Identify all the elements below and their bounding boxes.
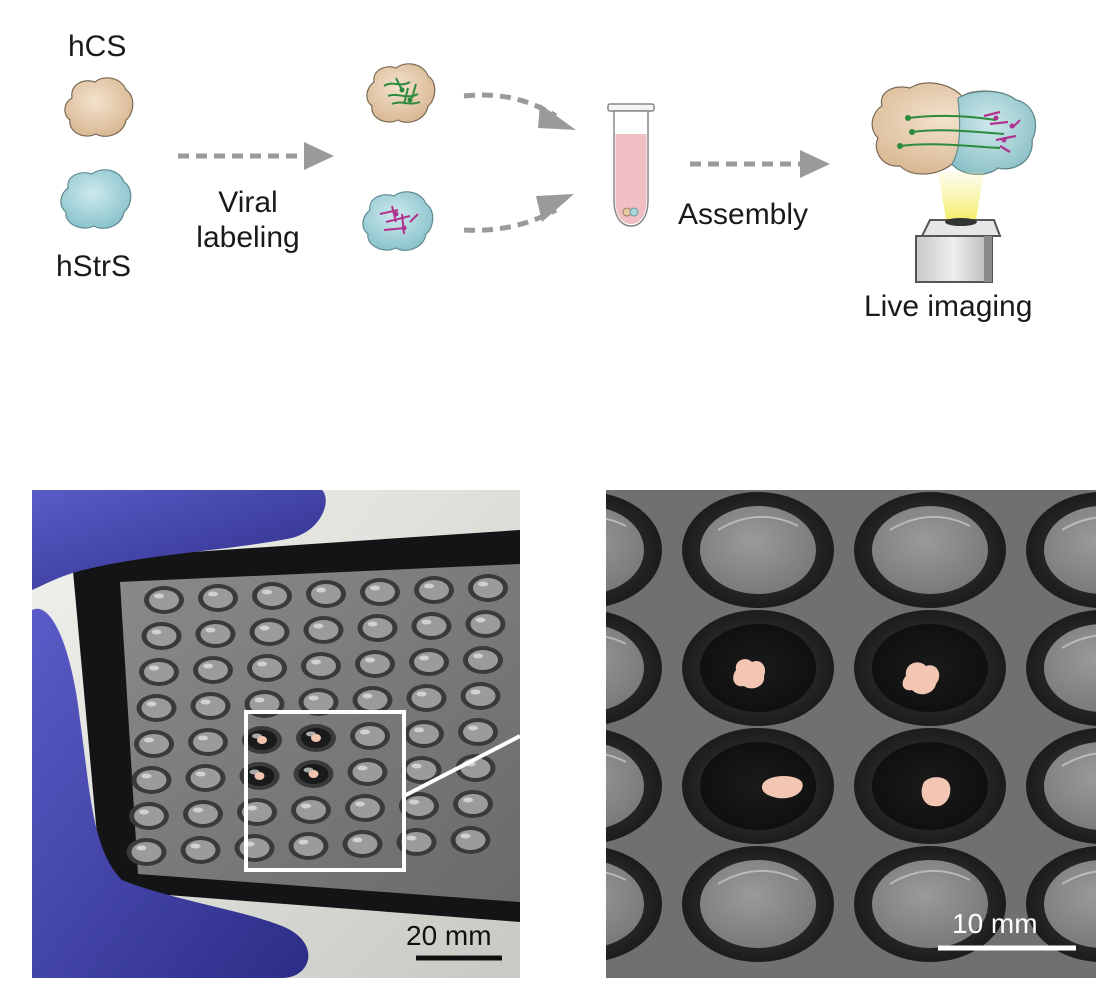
zoom-region-box bbox=[244, 710, 406, 872]
plate-well bbox=[188, 728, 228, 756]
plate-well bbox=[144, 586, 184, 614]
plate-well bbox=[237, 798, 277, 826]
plate-well bbox=[401, 756, 442, 784]
plate-well bbox=[141, 622, 182, 650]
plate-well bbox=[352, 686, 393, 714]
plate-well bbox=[465, 610, 506, 638]
plate-well bbox=[301, 652, 341, 680]
plate-well bbox=[355, 650, 395, 678]
hcs-label: hCS bbox=[68, 30, 127, 63]
plate-well bbox=[296, 724, 336, 752]
plate-well bbox=[399, 792, 439, 820]
scale-label-right: 10 mm bbox=[952, 908, 1038, 939]
hstrs-organoid bbox=[60, 169, 132, 229]
plate-well bbox=[357, 614, 398, 642]
plate-overview-photo bbox=[32, 490, 520, 978]
viral-label-line1: Viral bbox=[218, 186, 278, 219]
plate-well bbox=[180, 836, 221, 864]
plate-well bbox=[342, 830, 383, 858]
plate-well bbox=[136, 694, 177, 722]
plate-photo-right: 10 mm bbox=[606, 490, 1096, 978]
plate-well bbox=[293, 760, 334, 788]
plate-well bbox=[306, 580, 346, 608]
scale-label-left: 20 mm bbox=[406, 920, 492, 951]
zoomed-well bbox=[1026, 846, 1096, 962]
plate-well bbox=[396, 828, 437, 856]
zoomed-well bbox=[682, 728, 834, 844]
plate-well bbox=[347, 758, 388, 786]
microscope-objective-icon bbox=[915, 218, 1002, 283]
organoid-pair-4 bbox=[921, 777, 951, 807]
plate-well bbox=[303, 616, 344, 644]
plate-well bbox=[134, 730, 174, 758]
zoomed-well bbox=[682, 492, 834, 608]
assembloid bbox=[871, 82, 1037, 175]
viral-labeling-label: Viral labeling bbox=[178, 186, 318, 255]
plate-well bbox=[298, 688, 339, 716]
plate-well bbox=[198, 584, 238, 612]
plate-photo-left: 20 mm bbox=[32, 490, 520, 978]
plate-well bbox=[252, 582, 292, 610]
labeled-hcs-organoid bbox=[366, 63, 436, 123]
plate-well bbox=[247, 654, 287, 682]
plate-well bbox=[468, 574, 508, 602]
plate-well bbox=[345, 794, 385, 822]
plate-well bbox=[409, 648, 449, 676]
plate-well bbox=[350, 722, 390, 750]
hcs-organoid bbox=[64, 77, 134, 137]
plate-well bbox=[129, 802, 169, 830]
plate-well bbox=[463, 646, 503, 674]
zoomed-well bbox=[606, 612, 662, 724]
plate-well bbox=[458, 718, 498, 746]
zoomed-well bbox=[606, 730, 662, 842]
zoomed-wells-photo bbox=[606, 490, 1096, 978]
viral-label-line2: labeling bbox=[196, 220, 300, 254]
plate-well bbox=[291, 796, 331, 824]
plate-well bbox=[126, 838, 167, 866]
zoomed-well bbox=[1026, 610, 1096, 726]
plate-well bbox=[360, 578, 400, 606]
zoomed-well bbox=[606, 848, 662, 960]
plate-well bbox=[185, 764, 226, 792]
glove-hand bbox=[32, 608, 309, 978]
plate-well bbox=[242, 726, 282, 754]
plate-well bbox=[450, 826, 491, 854]
plate-well bbox=[190, 692, 231, 720]
plate-well bbox=[249, 618, 290, 646]
plate-well bbox=[193, 656, 233, 684]
plate-well bbox=[411, 612, 452, 640]
plate-well bbox=[404, 720, 444, 748]
plate-well bbox=[195, 620, 236, 648]
plate-well bbox=[453, 790, 493, 818]
light-beam bbox=[938, 172, 984, 220]
assembly-label: Assembly bbox=[678, 198, 809, 231]
lower-curved-arrow bbox=[463, 207, 558, 233]
live-imaging-label: Live imaging bbox=[864, 290, 1033, 323]
plate-well bbox=[234, 834, 275, 862]
organoid-pair-3 bbox=[761, 776, 803, 799]
plate-well bbox=[288, 832, 329, 860]
plate-well bbox=[406, 684, 447, 712]
plate-well bbox=[183, 800, 223, 828]
plate-well bbox=[239, 762, 280, 790]
zoomed-well bbox=[606, 494, 662, 606]
upper-curved-arrow bbox=[463, 92, 558, 119]
schematic-diagram bbox=[60, 63, 1037, 283]
zoomed-well bbox=[1026, 492, 1096, 608]
organoid-pair-2 bbox=[902, 662, 940, 695]
glove-thumb bbox=[32, 490, 326, 590]
organoid-pair-1 bbox=[733, 659, 766, 689]
plate-well bbox=[460, 682, 501, 710]
zoomed-well bbox=[854, 492, 1006, 608]
zoomed-well bbox=[854, 846, 1006, 962]
zoomed-well bbox=[1026, 728, 1096, 844]
hstrs-label: hStrS bbox=[56, 250, 132, 283]
labeled-hstrs-organoid bbox=[362, 191, 434, 251]
zoomed-well bbox=[682, 846, 834, 962]
zoom-connector-line bbox=[403, 734, 520, 798]
plate-well bbox=[131, 766, 172, 794]
plate-well bbox=[139, 658, 179, 686]
plate-well bbox=[414, 576, 454, 604]
assembly-tube bbox=[607, 103, 655, 227]
